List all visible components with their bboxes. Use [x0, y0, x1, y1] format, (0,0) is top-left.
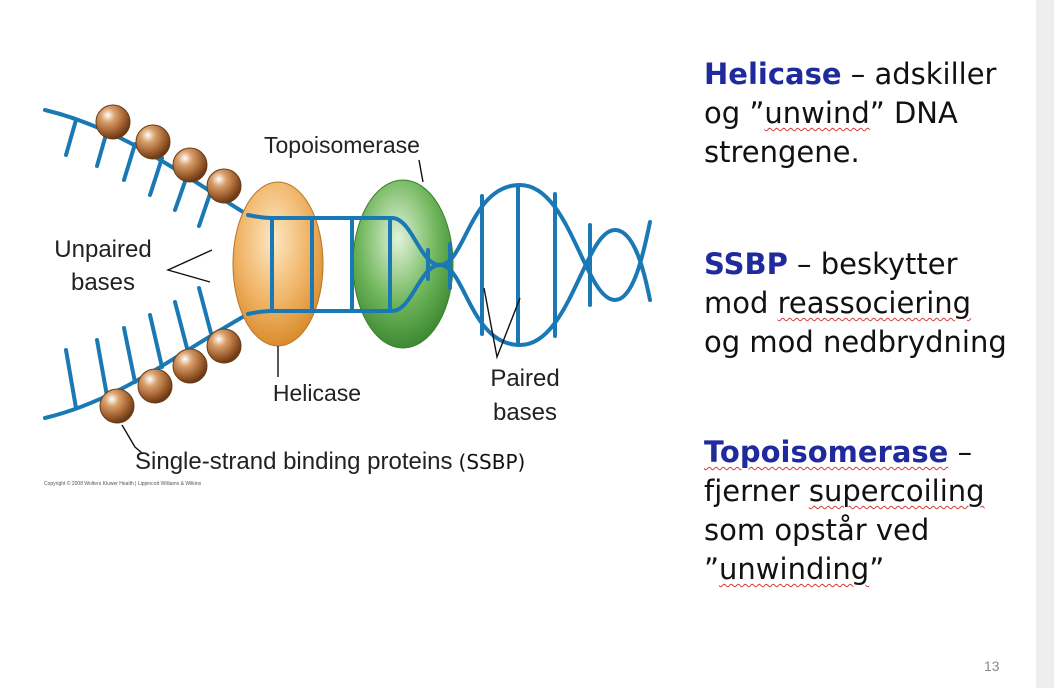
helicase-line2-squig: unwind: [764, 96, 870, 130]
page-number: 13: [984, 658, 1000, 674]
ssbp-sphere: [99, 388, 135, 424]
topoisomerase-line4-pre: ”: [704, 552, 720, 586]
ssbp-label-main: Single-strand binding proteins: [135, 448, 453, 475]
helicase-line2-pre: og ”: [704, 96, 765, 130]
ssbp-line1: beskytter: [820, 247, 958, 281]
double-helix: [390, 182, 652, 348]
helicase-label: Helicase: [273, 380, 361, 406]
leader-lines: [121, 159, 521, 454]
topoisomerase-line4-post: ”: [869, 552, 885, 586]
ssbp-sphere: [172, 147, 208, 183]
topoisomerase-line3: som opstår ved: [704, 513, 930, 547]
topoisomerase-term: Topoisomerase: [704, 435, 949, 469]
ssbp-proteins-upper: [95, 104, 242, 204]
paired-label-line2: bases: [493, 399, 557, 426]
helicase-term: Helicase: [704, 57, 842, 91]
helicase-line1: adskiller: [874, 57, 997, 91]
right-edge-strip: [1036, 0, 1054, 688]
ssbp-label: Single-strand binding proteins(SSBP): [135, 448, 525, 475]
unwound-strand-segment: [246, 213, 394, 316]
ssbp-label-abbrev: (SSBP): [459, 450, 526, 474]
helicase-dash: –: [841, 57, 875, 91]
ssbp-description: SSBP – beskytter mod reassociering og mo…: [704, 245, 1034, 362]
helicase-line2-post: ” DNA: [869, 96, 958, 130]
ssbp-proteins-lower: [99, 328, 242, 424]
unpaired-label-line2: bases: [71, 269, 135, 296]
topoisomerase-line2-squig: supercoiling: [808, 474, 985, 508]
topoisomerase-description: Topoisomerase – fjerner supercoiling som…: [704, 433, 1034, 589]
ssbp-line2-pre: mod: [704, 286, 778, 320]
helicase-line3: strengene.: [704, 135, 860, 169]
ssbp-term: SSBP: [704, 247, 788, 281]
ssbp-sphere: [137, 368, 173, 404]
ssbp-sphere: [95, 104, 131, 140]
ssbp-sphere: [135, 124, 171, 160]
dna-replication-diagram: Topoisomerase Unpaired bases Helicase Pa…: [43, 104, 652, 487]
topoisomerase-line4-squig: unwinding: [719, 552, 870, 586]
topoisomerase-dash: –: [948, 435, 973, 469]
topoisomerase-label: Topoisomerase: [264, 132, 420, 158]
helicase-enzyme: [232, 181, 324, 347]
ssbp-sphere: [206, 328, 242, 364]
ssbp-dash: –: [787, 247, 821, 281]
paired-label-line1: Paired: [490, 365, 559, 392]
ssbp-sphere: [172, 348, 208, 384]
copyright-notice: Copyright © 2008 Wolters Kluwer Health |…: [44, 480, 202, 487]
topoisomerase-line2-pre: fjerner: [704, 474, 809, 508]
unpaired-label-line1: Unpaired: [54, 236, 151, 263]
ssbp-sphere: [206, 168, 242, 204]
ssbp-line3: og mod nedbrydning: [704, 325, 1007, 359]
ssbp-line2-squig: reassociering: [777, 286, 972, 320]
helicase-description: Helicase – adskiller og ”unwind” DNA str…: [704, 55, 1034, 172]
